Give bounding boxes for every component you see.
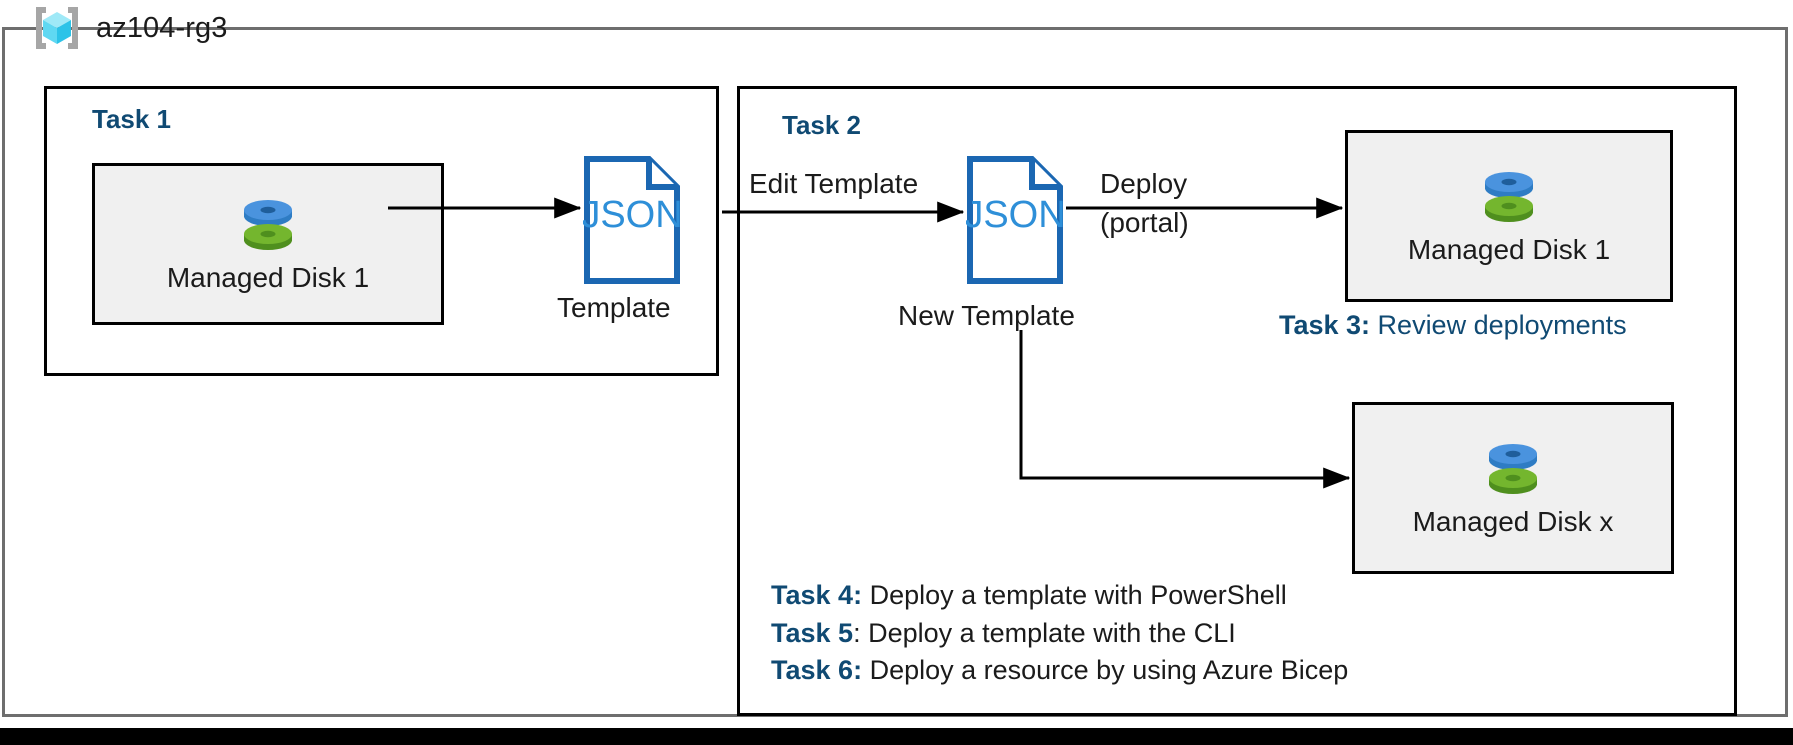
svg-text:JSON: JSON <box>966 194 1064 236</box>
managed-disk-x-box: Managed Disk x <box>1352 402 1674 574</box>
resource-group-title-notch <box>27 46 279 68</box>
task-2-heading: Task 2 <box>782 110 862 140</box>
task-4-key: Task 4 <box>771 580 854 610</box>
task-1-heading: Task 1 <box>92 104 172 134</box>
managed-disk-1-deployed-box: Managed Disk 1 <box>1345 130 1673 302</box>
bottom-bar <box>0 728 1793 745</box>
task-3-caption: Task 3: Review deployments <box>1279 310 1627 341</box>
task-4-separator: : <box>853 580 863 610</box>
task-5-separator: : <box>853 617 861 648</box>
task-3-key: Task 3: <box>1279 310 1371 340</box>
new-template-caption: New Template <box>898 300 1075 331</box>
managed-disk-1-source-label: Managed Disk 1 <box>166 262 370 293</box>
managed-disk-icon <box>1484 438 1542 500</box>
deploy-label: Deploy <box>1100 168 1188 199</box>
managed-disk-icon <box>239 194 297 256</box>
azure-resource-group-icon <box>30 3 84 53</box>
managed-disk-1-source-box: Managed Disk 1 <box>92 163 444 325</box>
task-4-description: Deploy a template with PowerShell <box>862 580 1287 610</box>
json-document-icon-template: JSON <box>583 155 681 285</box>
list-item: Task 4: Deploy a template with PowerShel… <box>771 578 1348 614</box>
deploy-portal-sublabel: (portal) <box>1100 207 1189 238</box>
list-item: Task 6: Deploy a resource by using Azure… <box>771 653 1348 689</box>
managed-disk-x-label: Managed Disk x <box>1412 506 1614 537</box>
template-caption: Template <box>557 292 671 323</box>
json-document-icon-new-template: JSON <box>966 155 1064 285</box>
task-5-description: Deploy a template with the CLI <box>860 617 1236 648</box>
managed-disk-1-deployed-label: Managed Disk 1 <box>1407 234 1611 265</box>
svg-text:JSON: JSON <box>583 194 681 236</box>
resource-group-name: az104-rg3 <box>96 11 228 44</box>
resource-group-title: az104-rg3 <box>30 2 228 54</box>
task-6-separator: : <box>853 655 863 686</box>
task-list: Task 4: Deploy a template with PowerShel… <box>771 578 1348 689</box>
edit-template-label: Edit Template <box>749 168 919 199</box>
task-5-key: Task 5 <box>771 617 854 648</box>
task-6-description: Deploy a resource by using Azure Bicep <box>862 655 1349 686</box>
managed-disk-icon <box>1480 166 1538 228</box>
list-item: Task 5: Deploy a template with the CLI <box>771 616 1348 652</box>
task-6-key: Task 6 <box>771 655 854 686</box>
task-3-description: Review deployments <box>1370 310 1627 340</box>
